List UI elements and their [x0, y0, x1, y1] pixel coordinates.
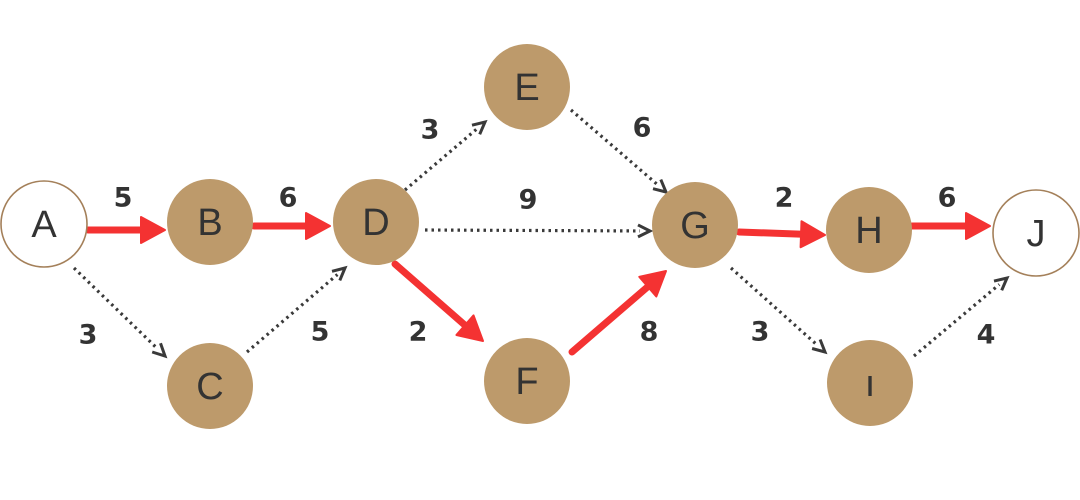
arrowhead-icon: [799, 220, 826, 249]
edge-weight-I-J: 4: [977, 320, 996, 351]
node-G: G: [652, 182, 738, 268]
node-circle: [652, 182, 738, 268]
edge-G-H-critical: [735, 220, 826, 249]
edge-E-G: [569, 108, 669, 195]
arrowhead-icon: [331, 265, 348, 281]
edges-layer: [72, 108, 1010, 359]
node-label: ı: [865, 363, 876, 405]
node-circle: [992, 189, 1080, 277]
arrowhead-icon: [638, 270, 667, 298]
node-D: D: [333, 179, 419, 265]
edge-B-D-critical: [250, 212, 331, 240]
edge-D-E: [403, 119, 488, 192]
edge-F-G-critical: [568, 270, 667, 356]
edge-weight-F-G: 8: [640, 317, 659, 348]
edge-line: [245, 273, 339, 354]
edge-H-J-critical: [908, 212, 991, 240]
node-label: G: [680, 205, 710, 247]
edge-weight-C-D: 5: [311, 317, 330, 348]
weights-layer: 5 3 6 5 3 9 2 6 8 2 3 6 4: [79, 113, 996, 351]
edge-weight-G-I: 3: [751, 317, 770, 348]
node-label: B: [197, 202, 222, 244]
edge-G-I: [729, 266, 828, 355]
node-label: A: [31, 204, 57, 246]
edge-I-J: [912, 275, 1010, 358]
edge-line: [391, 260, 470, 331]
node-B: B: [167, 179, 253, 265]
edge-line: [403, 127, 479, 192]
arrowhead-icon: [305, 212, 331, 240]
node-circle: [827, 340, 913, 426]
edge-weight-E-G: 6: [633, 113, 652, 144]
edge-A-C: [72, 266, 168, 359]
node-C: C: [167, 343, 253, 429]
node-label: C: [196, 366, 223, 408]
arrowhead-icon: [637, 223, 654, 239]
edge-weight-G-H: 2: [775, 183, 794, 214]
node-circle: [167, 343, 253, 429]
edge-weight-D-F: 2: [409, 317, 428, 348]
node-A: A: [0, 180, 88, 268]
node-label: H: [855, 210, 882, 252]
edge-line: [912, 283, 1001, 358]
edge-weight-B-D: 6: [279, 183, 298, 214]
node-F: F: [484, 338, 570, 424]
node-H: H: [826, 187, 912, 273]
node-circle: [167, 179, 253, 265]
node-label: E: [514, 67, 539, 109]
node-label: D: [362, 202, 389, 244]
edge-D-F-critical: [391, 260, 484, 342]
edge-line: [729, 266, 819, 347]
edge-weight-A-B: 5: [114, 183, 133, 214]
node-circle: [333, 179, 419, 265]
node-J: J: [992, 189, 1080, 277]
node-label: F: [515, 361, 538, 403]
arrowhead-icon: [151, 342, 168, 359]
edge-A-B-critical: [84, 216, 166, 244]
edge-line: [568, 281, 653, 356]
edge-D-G: [424, 223, 654, 239]
node-I: ı: [827, 340, 913, 426]
arrowhead-icon: [965, 212, 991, 240]
arrowhead-icon: [652, 179, 669, 195]
edge-weight-H-J: 6: [938, 183, 957, 214]
arrowhead-icon: [140, 216, 166, 244]
arrowhead-icon: [811, 338, 828, 355]
edge-C-D: [245, 265, 348, 354]
edge-line: [735, 228, 807, 238]
node-circle: [0, 180, 88, 268]
nodes-layer: A B C D E F G Hı J: [0, 44, 1080, 429]
edge-weight-D-E: 3: [421, 115, 440, 146]
node-E: E: [484, 44, 570, 130]
node-label: J: [1027, 213, 1046, 255]
node-circle: [826, 187, 912, 273]
edge-weight-A-C: 3: [79, 320, 98, 351]
node-circle: [484, 44, 570, 130]
arrowhead-icon: [471, 119, 488, 135]
arrowhead-icon: [455, 314, 484, 342]
node-circle: [484, 338, 570, 424]
arrowhead-icon: [993, 275, 1010, 291]
edge-weight-D-G: 9: [519, 185, 538, 216]
edge-line: [424, 228, 641, 233]
